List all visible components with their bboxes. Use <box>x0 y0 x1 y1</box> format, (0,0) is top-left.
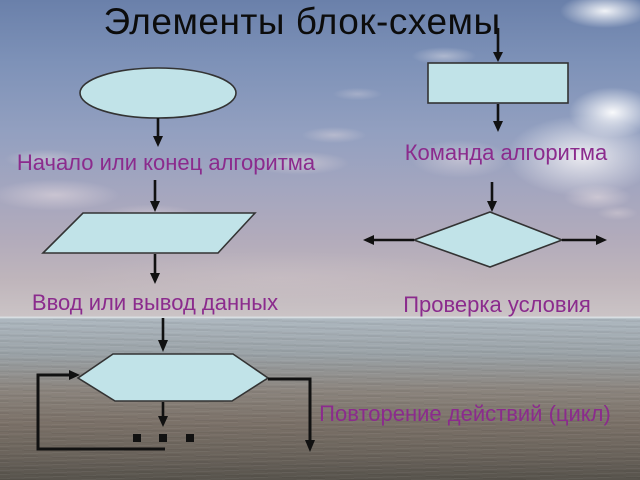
arrow-head <box>150 273 160 284</box>
arrow-label-to-diamond <box>487 182 497 212</box>
arrow-diamond-right <box>562 235 607 245</box>
arrow-head <box>69 370 80 380</box>
ellipsis-dots: ... <box>133 434 194 442</box>
label-condition: Проверка условия <box>403 292 591 317</box>
arrow-head <box>493 52 503 62</box>
dot <box>159 434 167 442</box>
arrow-head <box>158 416 168 427</box>
cloud <box>560 183 635 211</box>
cloud <box>330 87 385 101</box>
label-io: Ввод или вывод данных <box>31 290 279 315</box>
cloud <box>405 138 515 180</box>
arrow-head <box>153 136 163 147</box>
cloud <box>243 150 355 176</box>
cloud <box>0 148 90 170</box>
arrow-diamond-left <box>363 235 414 245</box>
arrow-head <box>363 235 374 245</box>
arrow-head <box>487 201 497 212</box>
arrow-label-to-hexagon <box>158 318 168 352</box>
arrow-title-to-rectangle <box>493 28 503 62</box>
loop-hexagon-shape <box>76 353 270 402</box>
loop-back-line <box>36 370 165 451</box>
arrow-shaft <box>268 377 312 441</box>
loop-exit-line <box>268 377 315 452</box>
label-command: Команда алгоритма <box>404 140 608 165</box>
arrow-head <box>596 235 607 245</box>
cloud <box>0 178 125 212</box>
decision-diamond-shape <box>411 211 565 268</box>
arrow-head <box>305 440 315 452</box>
dot <box>133 434 141 442</box>
arrow-head <box>150 201 160 212</box>
cloud <box>408 46 480 66</box>
haze-band <box>60 250 500 306</box>
io-parallelogram-shape <box>41 212 257 254</box>
slide-title: Элементы блок-схемы <box>103 1 501 42</box>
arrow-head <box>493 121 503 132</box>
dot <box>186 434 194 442</box>
horizon-line <box>0 316 640 319</box>
arrow-rectangle-to-label <box>493 104 503 132</box>
arrow-ellipse-to-label <box>153 118 163 147</box>
arrow-head <box>158 340 168 352</box>
label-terminator: Начало или конец алгоритма <box>16 150 316 175</box>
arrow-label-to-parallelogram <box>150 180 160 212</box>
cloud <box>595 205 640 221</box>
terminator-ellipse-shape <box>79 67 237 119</box>
process-rectangle-shape <box>427 62 569 104</box>
label-loop: Повторение действий (цикл) <box>319 401 611 426</box>
cloud <box>298 126 370 144</box>
arrow-parallelogram-to-label <box>150 254 160 284</box>
sea-background <box>0 318 640 480</box>
arrow-shaft <box>36 373 165 451</box>
arrow-hexagon-to-dots <box>158 402 168 427</box>
